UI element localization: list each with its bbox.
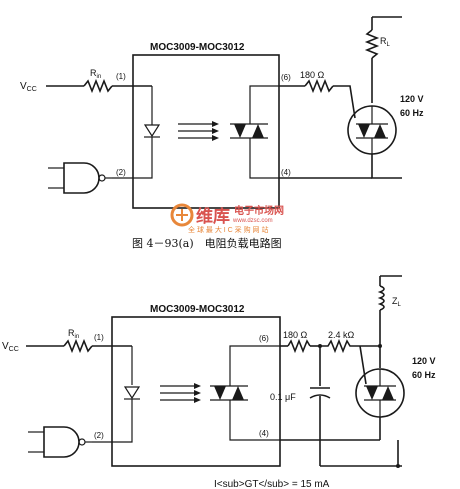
gate-resistor-label-b: 180 Ω (283, 330, 308, 340)
watermark-brand: 维库 (196, 206, 230, 226)
pin4-a: (4) (281, 168, 291, 177)
circuit-a: MOC3009-MOC3012 VCC Rin (1) (2) ( (20, 16, 424, 250)
pin1-a: (1) (116, 72, 126, 81)
optocoupler-box-b (111, 316, 281, 467)
chip-label-b: MOC3009-MOC3012 (150, 304, 245, 315)
snubber-resistor-b (320, 338, 360, 354)
nand-gate-b (28, 426, 92, 458)
load-resistor-a (364, 29, 380, 59)
watermark-logo-icon (170, 203, 194, 227)
rin-label-a: Rin (90, 68, 101, 80)
mains-freq-a: 60 Hz (400, 108, 424, 118)
load-label-b: ZL (392, 296, 402, 308)
gate-wire-a (333, 85, 356, 119)
pin1-b: (1) (94, 333, 104, 342)
pin2-b: (2) (94, 431, 104, 440)
watermark-title: 电子市场网 (234, 204, 284, 217)
pin2-a: (2) (116, 168, 126, 177)
pin6-b: (6) (259, 334, 269, 343)
pin4-b: (4) (259, 429, 269, 438)
photo-triac-b (210, 345, 280, 441)
gate-wire-b (359, 345, 367, 385)
snubber-resistor-label-b: 2.4 kΩ (328, 330, 355, 340)
photo-triac-a (230, 85, 279, 179)
load-label-a: RL (380, 36, 391, 48)
mains-voltage-b: 120 V (412, 356, 436, 366)
power-triac-b (355, 368, 405, 418)
capacitor-label-b: 0.1 μF (270, 392, 296, 402)
light-arrows-b (160, 383, 201, 403)
chip-label-a: MOC3009-MOC3012 (150, 42, 245, 53)
nand-gate-a (48, 162, 112, 194)
pin2-wire-a (112, 137, 153, 179)
load-inductor-b (377, 285, 385, 311)
input-resistor-b (63, 338, 93, 354)
gate-resistor-b (287, 338, 311, 354)
pin6-a: (6) (281, 73, 291, 82)
circuit-b: MOC3009-MOC3012 VCC Rin (1) (2) (6) (2, 275, 436, 489)
watermark: 维库 电子市场网 www.dzsc.com 全 球 最 大 I C 采 购 网 … (170, 203, 284, 234)
mains-freq-b: 60 Hz (412, 370, 436, 380)
vcc-label-b: VCC (2, 341, 19, 353)
input-resistor-a (83, 78, 113, 94)
capacitor-bottom-plate-b (309, 394, 331, 399)
watermark-url: www.dzsc.com (232, 218, 273, 224)
led-a (143, 124, 161, 138)
watermark-slogan: 全 球 最 大 I C 采 购 网 站 (188, 225, 269, 234)
gate-resistor-label-a: 180 Ω (300, 70, 325, 80)
led-b (123, 386, 141, 400)
mains-voltage-a: 120 V (400, 94, 424, 104)
vcc-label-a: VCC (20, 81, 37, 93)
caption-a: 图 4－93(a) 电阻负载电路图 (132, 236, 282, 250)
light-arrows-a (178, 121, 219, 141)
optocoupler-box-a (132, 54, 280, 209)
rin-label-b: Rin (68, 328, 79, 340)
gate-resistor-a (304, 78, 334, 94)
power-triac-a (347, 105, 397, 155)
bottom-note-b: I<sub>GT</sub> = 15 mA (214, 479, 330, 489)
